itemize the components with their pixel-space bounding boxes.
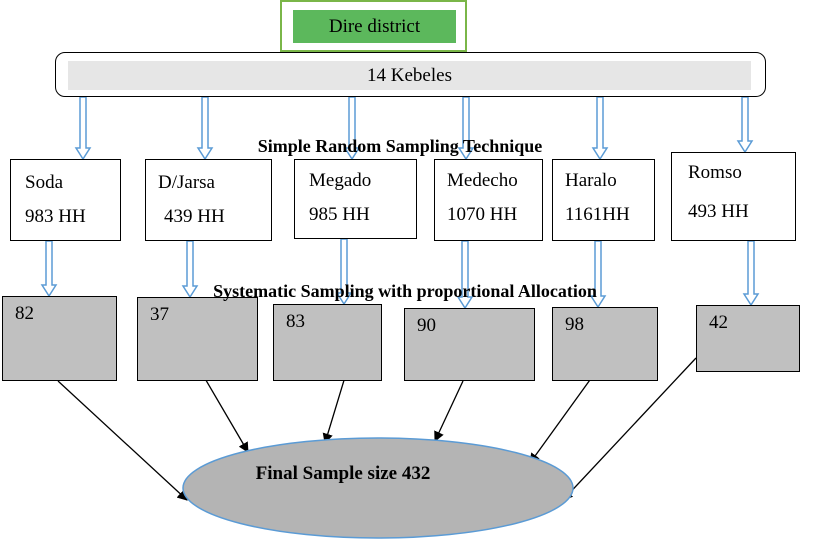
kebele-households: 493 HH bbox=[688, 201, 749, 222]
down-arrow-kebele-2 bbox=[343, 96, 361, 161]
kebele-name: Romso bbox=[688, 162, 742, 183]
down-arrow-sample-4 bbox=[589, 240, 607, 309]
kebele-name: D/Jarsa bbox=[158, 172, 215, 193]
technique-heading: Simple Random Sampling Technique bbox=[257, 136, 543, 156]
kebele-households: 985 HH bbox=[309, 204, 370, 225]
kebele-name: Haralo bbox=[565, 170, 617, 191]
district-label-fill: Dire district bbox=[293, 10, 456, 43]
final-sample-label: Final Sample size 432 bbox=[255, 463, 431, 484]
sample-size: 98 bbox=[565, 314, 584, 335]
kebele-name: Medecho bbox=[447, 170, 518, 191]
down-arrow-kebele-4 bbox=[591, 96, 609, 161]
connector-arrow-3 bbox=[434, 380, 464, 442]
sample-size: 90 bbox=[417, 315, 436, 336]
kebele-name: Megado bbox=[309, 170, 372, 191]
connector-arrow-1 bbox=[199, 369, 249, 453]
allocation-heading: Systematic Sampling with proportional Al… bbox=[213, 281, 597, 301]
kebele-households: 1070 HH bbox=[447, 204, 518, 225]
kebele-box-medecho: Medecho 1070 HH bbox=[434, 159, 543, 241]
down-arrow-kebele-0 bbox=[74, 96, 92, 161]
sample-box-megado: 83 bbox=[273, 304, 382, 381]
down-arrow-kebele-3 bbox=[457, 96, 475, 161]
sample-box-djarsa: 37 bbox=[137, 297, 258, 381]
kebeles-bar-fill: 14 Kebeles bbox=[68, 61, 751, 90]
sample-box-romso: 42 bbox=[696, 305, 800, 372]
kebele-households: 1161HH bbox=[565, 204, 630, 225]
sample-size: 83 bbox=[286, 311, 305, 332]
kebele-name: Soda bbox=[25, 172, 63, 193]
district-box: Dire district bbox=[280, 0, 467, 52]
kebele-box-djarsa: D/Jarsa 439 HH bbox=[145, 159, 272, 241]
down-arrow-sample-0 bbox=[40, 240, 58, 298]
kebele-box-haralo: Haralo 1161HH bbox=[552, 159, 655, 241]
sample-size: 37 bbox=[150, 304, 169, 325]
kebele-households: 439 HH bbox=[164, 206, 225, 227]
kebele-box-soda: Soda 983 HH bbox=[10, 159, 121, 241]
kebele-box-megado: Megado 985 HH bbox=[294, 159, 417, 239]
sample-size: 42 bbox=[709, 312, 728, 333]
down-arrow-sample-3 bbox=[456, 240, 474, 310]
down-arrow-sample-2 bbox=[335, 238, 353, 306]
down-arrow-kebele-1 bbox=[196, 96, 214, 161]
down-arrow-sample-5 bbox=[742, 240, 760, 307]
kebele-households: 983 HH bbox=[25, 206, 86, 227]
connector-arrow-2 bbox=[322, 376, 346, 444]
kebeles-bar-label: 14 Kebeles bbox=[367, 65, 452, 86]
connector-arrow-0 bbox=[57, 380, 188, 501]
sample-box-soda: 82 bbox=[2, 296, 117, 381]
down-arrow-sample-1 bbox=[181, 240, 199, 299]
down-arrow-kebele-5 bbox=[736, 96, 754, 154]
sample-box-medecho: 90 bbox=[404, 308, 535, 381]
connector-arrow-5 bbox=[562, 357, 697, 501]
district-label: Dire district bbox=[328, 16, 421, 37]
kebele-box-romso: Romso 493 HH bbox=[671, 152, 796, 241]
sample-size: 82 bbox=[15, 303, 34, 324]
sample-box-haralo: 98 bbox=[552, 307, 658, 381]
kebeles-bar: 14 Kebeles bbox=[55, 52, 766, 97]
